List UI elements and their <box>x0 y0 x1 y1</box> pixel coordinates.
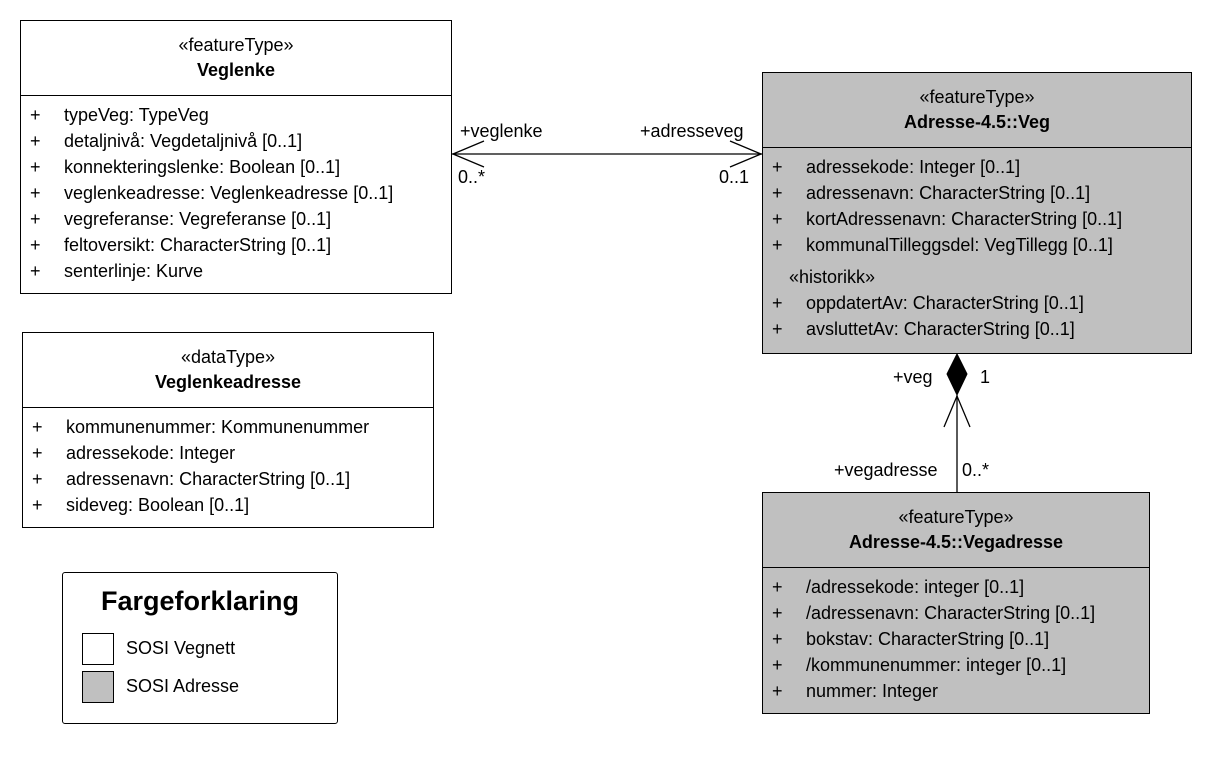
legend-label-vegnett: SOSI Vegnett <box>126 638 236 658</box>
legend-label-adresse: SOSI Adresse <box>126 676 240 696</box>
attribute-row: +sideveg: Boolean [0..1] <box>32 495 250 515</box>
attribute-row: +bokstav: CharacterString [0..1] <box>772 629 1050 649</box>
stereotype: «featureType» <box>898 507 1014 527</box>
legend-swatch-adresse <box>82 671 114 703</box>
section-label-historikk: «historikk» <box>789 267 876 287</box>
composition-diamond <box>946 352 968 397</box>
attribute-row: +kommunenummer: Kommunenummer <box>32 417 370 437</box>
class-veg[interactable]: «featureType» Adresse-4.5::Veg +adressek… <box>762 72 1192 354</box>
attribute-row: +adressekode: Integer <box>32 443 236 463</box>
legend-swatch-vegnett <box>82 633 114 665</box>
attribute-row: +adressekode: Integer [0..1] <box>772 157 1021 177</box>
stereotype: «dataType» <box>180 347 276 367</box>
attribute-row: +veglenkeadresse: Veglenkeadresse [0..1] <box>30 183 394 203</box>
class-header: «featureType» Adresse-4.5::Veg <box>763 73 1191 148</box>
attribute-row: +vegreferanse: Vegreferanse [0..1] <box>30 209 332 229</box>
multiplicity-veg: 1 <box>980 367 991 387</box>
attribute-list: +kommunenummer: Kommunenummer +adresseko… <box>23 408 433 518</box>
role-label-adresseveg: +adresseveg <box>640 121 744 141</box>
arrowhead-left <box>451 140 485 168</box>
attribute-list: +adressekode: Integer [0..1] +adressenav… <box>763 148 1191 342</box>
attribute-row: +/adressenavn: CharacterString [0..1] <box>772 603 1096 623</box>
multiplicity-vegadresse: 0..* <box>962 460 990 480</box>
attribute-row: +feltoversikt: CharacterString [0..1] <box>30 235 332 255</box>
class-name: Veglenke <box>196 60 276 80</box>
class-name: Adresse-4.5::Vegadresse <box>848 532 1064 552</box>
class-header: «featureType» Veglenke <box>21 21 451 96</box>
attribute-row: +detaljnivå: Vegdetaljnivå [0..1] <box>30 131 303 151</box>
attribute-list: +/adressekode: integer [0..1] +/adressen… <box>763 568 1149 704</box>
arrowhead-up <box>943 394 971 428</box>
attribute-row: +kommunalTilleggsdel: VegTillegg [0..1] <box>772 235 1113 255</box>
stereotype: «featureType» <box>919 87 1035 107</box>
attribute-row: +adressenavn: CharacterString [0..1] <box>772 183 1091 203</box>
class-header: «featureType» Adresse-4.5::Vegadresse <box>763 493 1149 568</box>
class-name: Adresse-4.5::Veg <box>903 112 1051 132</box>
class-name: Veglenkeadresse <box>154 372 302 392</box>
attribute-row: +nummer: Integer <box>772 681 939 701</box>
attribute-row: +/adressekode: integer [0..1] <box>772 577 1025 597</box>
role-label-veg: +veg <box>893 367 933 387</box>
attribute-row: +oppdatertAv: CharacterString [0..1] <box>772 293 1084 313</box>
class-vegadresse[interactable]: «featureType» Adresse-4.5::Vegadresse +/… <box>762 492 1150 714</box>
role-label-vegadresse: +vegadresse <box>834 460 938 480</box>
attribute-row: +avsluttetAv: CharacterString [0..1] <box>772 319 1075 339</box>
attribute-row: +konnekteringslenke: Boolean [0..1] <box>30 157 341 177</box>
attribute-row: +adressenavn: CharacterString [0..1] <box>32 469 351 489</box>
arrowhead-right <box>729 140 763 168</box>
class-header: «dataType» Veglenkeadresse <box>23 333 433 408</box>
legend: Fargeforklaring SOSI Vegnett SOSI Adress… <box>62 572 338 724</box>
multiplicity-adresseveg: 0..1 <box>719 167 750 187</box>
role-label-veglenke: +veglenke <box>460 121 543 141</box>
attribute-row: +kortAdressenavn: CharacterString [0..1] <box>772 209 1123 229</box>
attribute-row: +typeVeg: TypeVeg <box>30 105 209 125</box>
attribute-row: +/kommunenummer: integer [0..1] <box>772 655 1067 675</box>
stereotype: «featureType» <box>178 35 294 55</box>
multiplicity-veglenke: 0..* <box>458 167 486 187</box>
class-veglenke[interactable]: «featureType» Veglenke +typeVeg: TypeVeg… <box>20 20 452 294</box>
legend-title: Fargeforklaring <box>100 586 300 616</box>
attribute-row: +senterlinje: Kurve <box>30 261 204 281</box>
attribute-list: +typeVeg: TypeVeg +detaljnivå: Vegdetalj… <box>21 96 451 284</box>
class-veglenkeadresse[interactable]: «dataType» Veglenkeadresse +kommunenumme… <box>22 332 434 528</box>
